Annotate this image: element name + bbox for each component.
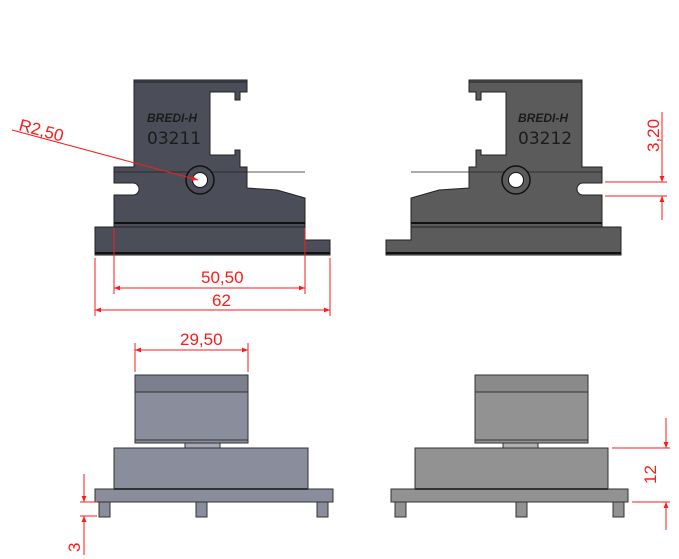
svg-text:3,20: 3,20 <box>644 119 663 152</box>
svg-text:R2,50: R2,50 <box>17 116 66 146</box>
svg-text:29,50: 29,50 <box>180 330 223 349</box>
part-number: 03212 <box>518 129 572 149</box>
svg-text:12: 12 <box>641 465 660 484</box>
part-number: 03211 <box>147 129 201 149</box>
top-width-dimension: 29,50 <box>134 330 249 372</box>
width-dimensions: 50,50 62 <box>94 228 331 316</box>
part-front-view-left: BREDI-H 03211 <box>94 79 331 256</box>
part-side-view-left <box>94 374 334 518</box>
engraving-text: BREDI-H <box>518 111 568 125</box>
inner-width-label: 50,50 <box>201 268 244 287</box>
svg-text:3: 3 <box>65 543 84 552</box>
part-side-view-right <box>390 374 629 518</box>
engraving-text: BREDI-H <box>147 111 197 125</box>
body-height-dimension: 12 <box>612 418 670 530</box>
overall-width-label: 62 <box>212 291 231 310</box>
part-front-view-right: BREDI-H 03212 <box>385 79 622 256</box>
foot-height-dimension: 3 <box>65 474 97 555</box>
slot-height-dimension: 3,20 <box>605 112 667 220</box>
